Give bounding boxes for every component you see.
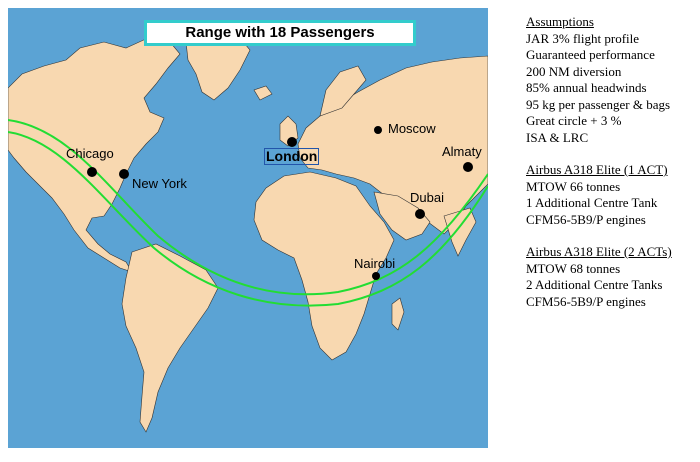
land-africa xyxy=(253,171,395,361)
chicago-marker xyxy=(87,167,97,177)
assumption-line: ISA & LRC xyxy=(526,129,589,145)
range-arc-outer xyxy=(8,119,488,296)
land-north-america xyxy=(8,37,181,273)
city-label-almaty: Almaty xyxy=(442,144,482,159)
notes-panel: Assumptions JAR 3% flight profile Guaran… xyxy=(526,14,696,310)
land-madagascar xyxy=(391,297,405,331)
range-arc-inner xyxy=(8,131,488,307)
act1-line: CFM56-5B9/P engines xyxy=(526,211,646,227)
assumption-line: 85% annual headwinds xyxy=(526,80,647,95)
assumption-line: 95 kg per passenger & bags xyxy=(526,96,671,112)
city-label-moscow: Moscow xyxy=(388,121,436,136)
assumptions-heading: Assumptions xyxy=(526,14,594,29)
city-label-london: London xyxy=(264,148,320,165)
act2-line: 2 Additional Centre Tanks xyxy=(526,277,663,292)
assumption-line: JAR 3% flight profile xyxy=(526,30,640,46)
land-scandinavia xyxy=(319,65,367,117)
act1-heading: Airbus A318 Elite (1 ACT) xyxy=(526,162,668,177)
act1-line: 1 Additional Centre Tank xyxy=(526,195,658,210)
almaty-marker xyxy=(463,162,473,172)
assumption-line: Great circle + 3 % xyxy=(526,113,622,128)
act1-line: MTOW 66 tonnes xyxy=(526,178,621,194)
new-york-marker xyxy=(119,169,129,179)
land-south-america xyxy=(121,243,219,433)
city-label-nairobi: Nairobi xyxy=(354,256,396,271)
land-arabia xyxy=(373,191,431,241)
map-title: Range with 18 Passengers xyxy=(144,20,416,46)
map-canvas xyxy=(8,33,488,433)
act2-line: MTOW 68 tonnes xyxy=(526,260,621,276)
world-map: Range with 18 Passengers Chicago New Yor… xyxy=(8,8,488,448)
city-label-chicago: Chicago xyxy=(66,146,114,161)
city-label-new-york: New York xyxy=(132,176,187,191)
act2-line: CFM56-5B9/P engines xyxy=(526,293,646,309)
act2-heading: Airbus A318 Elite (2 ACTs) xyxy=(526,244,672,259)
assumption-line: Guaranteed performance xyxy=(526,47,655,62)
london-marker xyxy=(287,137,297,147)
land-iceland xyxy=(253,85,273,101)
assumption-line: 200 NM diversion xyxy=(526,63,622,79)
land-india xyxy=(443,207,477,257)
nairobi-marker xyxy=(372,272,380,280)
city-label-dubai: Dubai xyxy=(410,190,444,205)
moscow-marker xyxy=(374,126,382,134)
dubai-marker xyxy=(415,209,425,219)
